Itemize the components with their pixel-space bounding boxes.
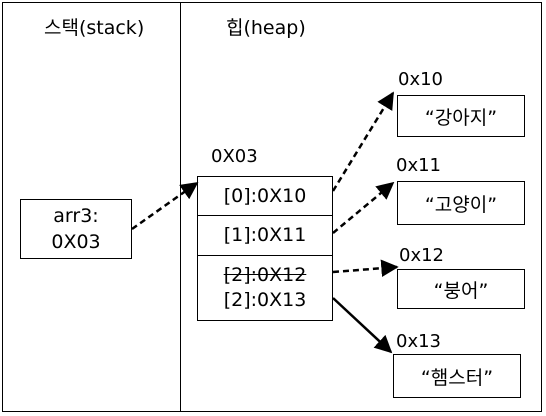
object-address-0: 0x10	[398, 69, 444, 90]
array-cell-2: [2]:0X12 [2]:0X13	[197, 255, 333, 321]
object-value-3: “햄스터”	[420, 366, 494, 389]
stack-variable-value: 0X03	[51, 231, 101, 253]
arrow-cell0-to-obj0	[331, 91, 395, 192]
diagram-frame	[2, 2, 542, 412]
object-address-2: 0x12	[399, 245, 445, 266]
arrow-stack-to-array	[131, 181, 199, 231]
array-address-label: 0X03	[211, 146, 258, 167]
arrow-cell2-old-to-obj2	[332, 259, 399, 277]
heap-header: 힙(heap)	[226, 17, 306, 39]
object-box-3: “햄스터”	[393, 354, 521, 398]
array-cell-1: [1]:0X11	[197, 215, 333, 256]
object-value-0: “강아지”	[424, 106, 498, 129]
arrow-cell1-to-obj1	[332, 181, 395, 234]
stack-heap-divider	[180, 2, 181, 412]
stack-variable-box: arr3: 0X03	[20, 199, 132, 259]
object-address-3: 0x13	[396, 331, 442, 352]
object-address-1: 0x11	[396, 155, 442, 176]
object-box-0: “강아지”	[397, 95, 525, 137]
object-value-1: “고양이”	[424, 193, 498, 216]
array-cell-0-text: [0]:0X10	[223, 184, 307, 207]
array-cell-2-new-text: [2]:0X13	[223, 289, 307, 311]
object-value-2: “붕어”	[433, 279, 489, 302]
stack-header: 스택(stack)	[44, 17, 145, 39]
arrow-cell2-new-to-obj3	[332, 297, 393, 354]
stack-variable-name: arr3:	[53, 205, 99, 227]
object-box-2: “붕어”	[397, 269, 525, 309]
array-cell-2-old-text: [2]:0X12	[223, 264, 307, 286]
array-cell-1-text: [1]:0X11	[223, 224, 307, 246]
object-box-1: “고양이”	[397, 181, 525, 225]
